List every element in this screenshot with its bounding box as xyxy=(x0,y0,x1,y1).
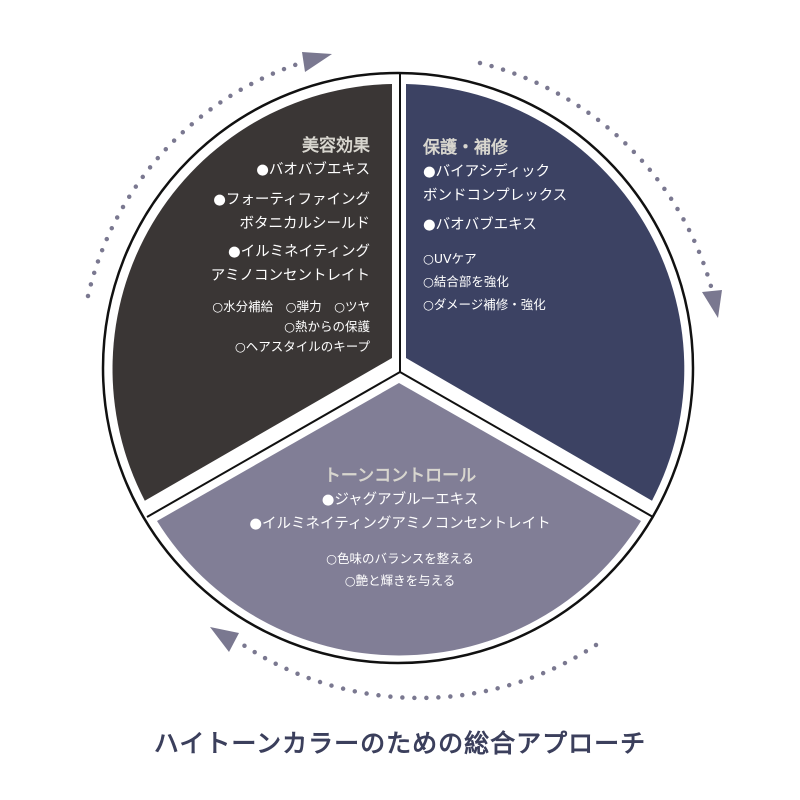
sector-beauty xyxy=(112,84,392,501)
tone-sub-1: ○艶と輝きを与える xyxy=(344,573,456,588)
divider-lines xyxy=(146,73,654,518)
protect-sub-1: ○結合部を強化 xyxy=(423,274,509,289)
beauty-sub-0: ○水分補給 ○弾力 ○ツヤ xyxy=(212,299,370,314)
tone-heading: トーンコントロール xyxy=(323,466,477,486)
protect-secondary-list: ○UVケア ○結合部を強化 ○ダメージ補修・強化 xyxy=(423,247,546,316)
protect-item-2: ●バオバブエキス xyxy=(423,217,537,233)
beauty-secondary-list: ○水分補給 ○弾力 ○ツヤ ○熱からの保護 ○ヘアスタイルのキープ xyxy=(212,297,370,357)
beauty-item-0: ●バオバブエキス xyxy=(256,162,370,178)
beauty-sub-1: ○熱からの保護 xyxy=(284,319,370,334)
tone-item-0: ●ジャグアブルーエキス xyxy=(321,492,479,508)
tone-sub-0: ○色味のバランスを整える xyxy=(326,551,474,566)
protect-sub-0: ○UVケア xyxy=(423,251,477,266)
tone-item-1: ●イルミネイティングアミノコンセントレイト xyxy=(249,516,551,532)
beauty-item-1: ●フォーティファイング xyxy=(213,192,370,208)
sector-tone xyxy=(157,383,641,656)
page-title: ハイトーンカラーのための総合アプローチ xyxy=(153,729,647,758)
cycle-arrow-top-left xyxy=(85,52,332,299)
cycle-arrow-top-right xyxy=(477,60,722,318)
protect-item-0: ●バイアシディック xyxy=(423,164,551,180)
tone-secondary-list: ○色味のバランスを整える ○艶と輝きを与える xyxy=(200,548,600,592)
beauty-primary-list: ●バオバブエキス ●フォーティファイング ボタニカルシールド ●イルミネイティン… xyxy=(211,158,370,288)
beauty-heading: 美容効果 xyxy=(302,136,370,156)
cycle-arrow-bottom xyxy=(210,627,599,701)
sector-protect xyxy=(406,84,685,501)
beauty-item-4: アミノコンセントレイト xyxy=(210,268,370,284)
protect-primary-list: ●バイアシディック ボンドコンプレックス ●バオバブエキス xyxy=(423,160,567,237)
protect-sub-2: ○ダメージ補修・強化 xyxy=(423,297,546,312)
tone-primary-list: ●ジャグアブルーエキス ●イルミネイティングアミノコンセントレイト xyxy=(200,488,600,536)
protect-heading: 保護・補修 xyxy=(423,138,508,158)
protect-item-1: ボンドコンプレックス xyxy=(423,188,568,204)
beauty-sub-2: ○ヘアスタイルのキープ xyxy=(234,339,370,354)
beauty-item-3: ●イルミネイティング xyxy=(228,244,370,260)
beauty-item-2: ボタニカルシールド xyxy=(239,216,371,232)
